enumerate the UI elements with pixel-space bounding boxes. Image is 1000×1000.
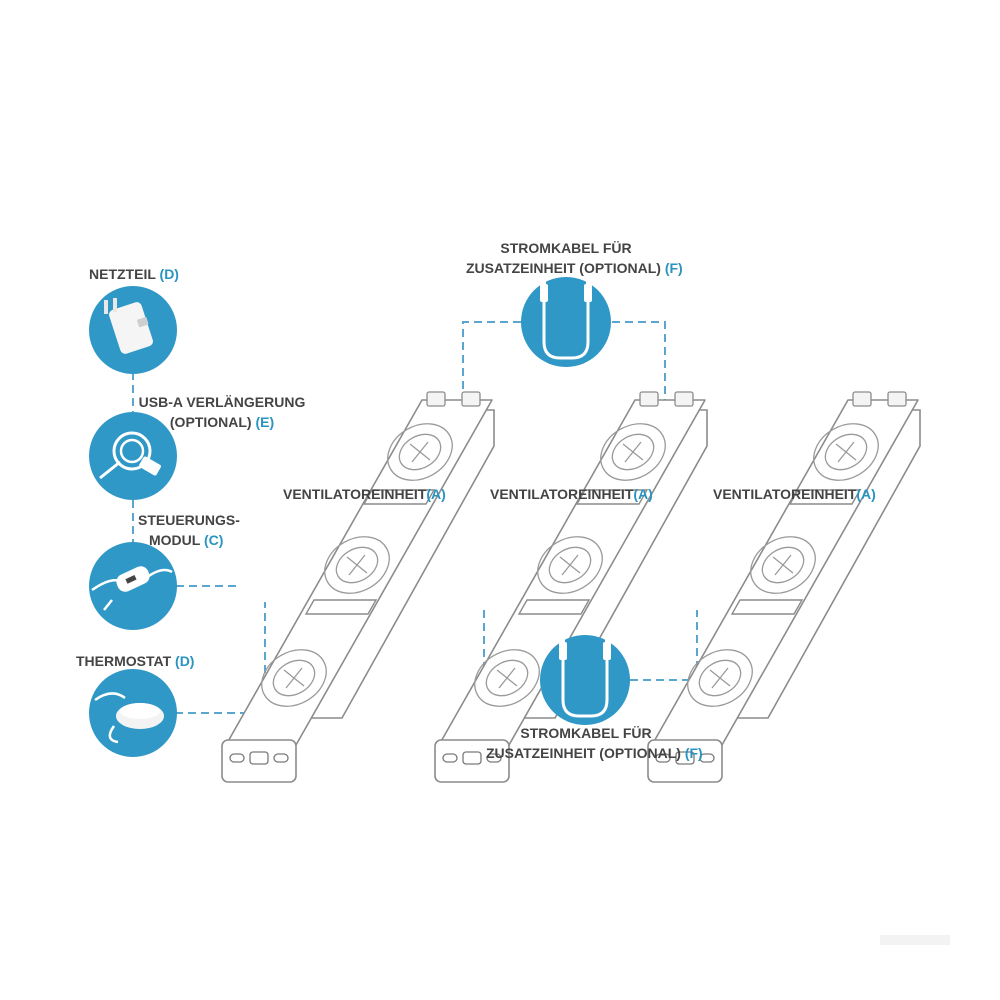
power-cable-top-icon	[521, 274, 611, 367]
line-thermostat-to-unit1	[175, 602, 266, 714]
power-adapter-icon	[89, 286, 177, 374]
label-fan-unit-1: VENTILATOREINHEIT(A)	[283, 486, 446, 502]
thermostat-icon	[89, 669, 177, 757]
label-power-cable-top: STROMKABEL FÜR ZUSATZEINHEIT (OPTIONAL) …	[466, 240, 683, 276]
label-fan-unit-2: VENTILATOREINHEIT(A)	[490, 486, 653, 502]
label-control-module-line2: MODUL (C)	[149, 532, 224, 548]
label-control-module-line1: STEUERUNGS-	[138, 512, 240, 528]
line-bottom-cable-to-unit3	[630, 610, 698, 681]
line-unit1-to-top-cable	[462, 321, 522, 402]
line-top-cable-to-unit2	[612, 321, 666, 412]
label-usb-extension: USB-A VERLÄNGERUNG (OPTIONAL) (E)	[138, 394, 306, 430]
label-thermostat: THERMOSTAT (D)	[76, 653, 195, 669]
power-cable-bottom-icon	[540, 632, 630, 725]
usb-extension-cable-icon	[89, 412, 177, 500]
label-fan-unit-3: VENTILATOREINHEIT(A)	[713, 486, 876, 502]
watermark-bar	[880, 935, 950, 945]
control-module-icon	[89, 542, 177, 630]
label-power-supply: NETZTEIL (D)	[89, 266, 179, 282]
label-power-cable-bottom: STROMKABEL FÜR ZUSATZEINHEIT (OPTIONAL) …	[486, 725, 703, 761]
